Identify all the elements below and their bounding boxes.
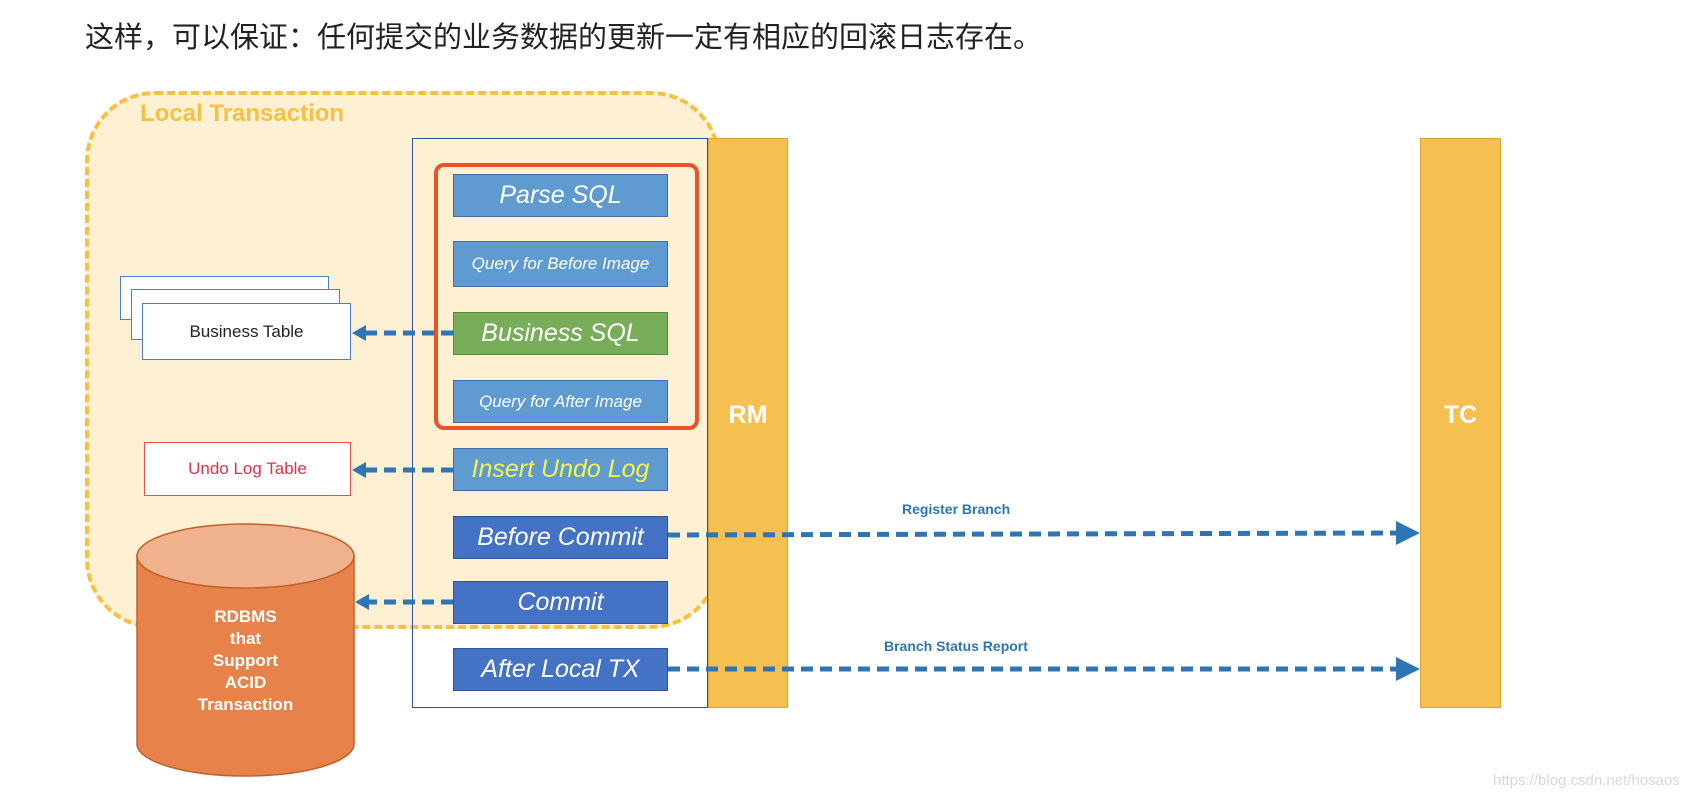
rm-label: RM bbox=[728, 401, 768, 429]
database-label-line: Transaction bbox=[197, 695, 294, 714]
step-parse-sql: Parse SQL bbox=[453, 174, 668, 217]
step-after-local-tx: After Local TX bbox=[453, 648, 668, 691]
tc-label: TC bbox=[1443, 401, 1478, 429]
step-query-before-image: Query for Before Image bbox=[453, 241, 668, 287]
step-query-after-image: Query for After Image bbox=[453, 380, 668, 423]
arrow-register-branch bbox=[667, 530, 1399, 538]
highlight-box bbox=[434, 163, 699, 430]
database-cylinder-icon bbox=[136, 523, 355, 777]
database-label-line: RDBMS bbox=[214, 607, 277, 626]
rm-bar: RM bbox=[708, 138, 788, 708]
local-transaction-label: Local Transaction bbox=[140, 100, 345, 127]
arrowhead-icon bbox=[1396, 521, 1420, 545]
step-commit: Commit bbox=[453, 581, 668, 624]
register-branch-label: Register Branch bbox=[902, 501, 1011, 517]
database-label: RDBMS that Support ACID Transaction bbox=[137, 606, 354, 716]
database-label-line: that bbox=[229, 629, 262, 648]
arrowhead-icon bbox=[355, 594, 369, 610]
arrowhead-icon bbox=[352, 462, 366, 478]
arrowhead-icon bbox=[1396, 657, 1420, 681]
watermark: https://blog.csdn.net/hosaos bbox=[1493, 772, 1680, 789]
undo-log-table: Undo Log Table bbox=[144, 442, 351, 496]
database-label-line: ACID bbox=[224, 673, 267, 692]
step-business-sql: Business SQL bbox=[453, 312, 668, 355]
tc-bar: TC bbox=[1420, 138, 1501, 708]
business-table: Business Table bbox=[142, 303, 351, 360]
rm-steps-container bbox=[412, 138, 708, 708]
step-insert-undo-log: Insert Undo Log bbox=[453, 448, 668, 491]
heading-text: 这样，可以保证：任何提交的业务数据的更新一定有相应的回滚日志存在。 bbox=[85, 20, 1043, 54]
step-before-commit: Before Commit bbox=[453, 516, 668, 559]
branch-status-report-label: Branch Status Report bbox=[884, 638, 1028, 654]
arrowhead-icon bbox=[352, 325, 366, 341]
database-label-line: Support bbox=[212, 651, 279, 670]
